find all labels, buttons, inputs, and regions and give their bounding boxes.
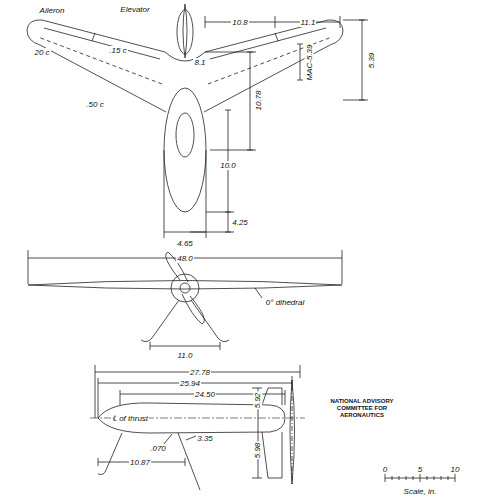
plan-view	[27, 4, 368, 238]
note: 0° dihedral	[265, 298, 305, 307]
dimension: 4.65	[176, 239, 194, 248]
dimension: 4.25	[231, 218, 249, 227]
dimension: 10.87	[129, 458, 151, 467]
dimension: 25.94	[179, 379, 201, 388]
scale-number: 5	[417, 465, 423, 474]
chord-note: 20 c	[33, 48, 50, 57]
dimension: MAC-5.39	[304, 43, 313, 81]
dimension: 10.8	[231, 18, 249, 27]
part-name: Elevator	[119, 5, 150, 14]
dimension: 48.0	[176, 254, 194, 263]
scale-number: 10	[450, 465, 461, 474]
dimension: 24.50	[194, 390, 216, 399]
dimension: 3.35	[196, 434, 214, 443]
dimension: 8.1	[193, 58, 206, 67]
note: ℄ of thrust	[111, 414, 149, 423]
side-view	[90, 365, 305, 490]
scale-number: 0	[382, 465, 388, 474]
scale-bar	[385, 474, 455, 482]
dimension: 27.78	[189, 368, 211, 377]
dimension: 5.39	[367, 51, 376, 69]
scale-label: Scale, in.	[403, 487, 438, 496]
dimension: 11.1	[300, 18, 317, 27]
credit-text: NATIONAL ADVISORY COMMITTEE FOR AERONAUT…	[319, 398, 406, 419]
dimension: 11.0	[177, 351, 194, 360]
chord-note: .50 c	[85, 100, 104, 109]
chord-note: .15 c	[108, 46, 127, 55]
dimension: .070	[149, 444, 167, 453]
dimension: 5.92	[253, 391, 262, 409]
part-name: Aileron	[39, 6, 66, 15]
dimension: 5.98	[253, 441, 262, 459]
dimension: 10.78	[254, 89, 263, 111]
dimension: 10.0	[219, 161, 237, 170]
front-view	[28, 250, 342, 350]
